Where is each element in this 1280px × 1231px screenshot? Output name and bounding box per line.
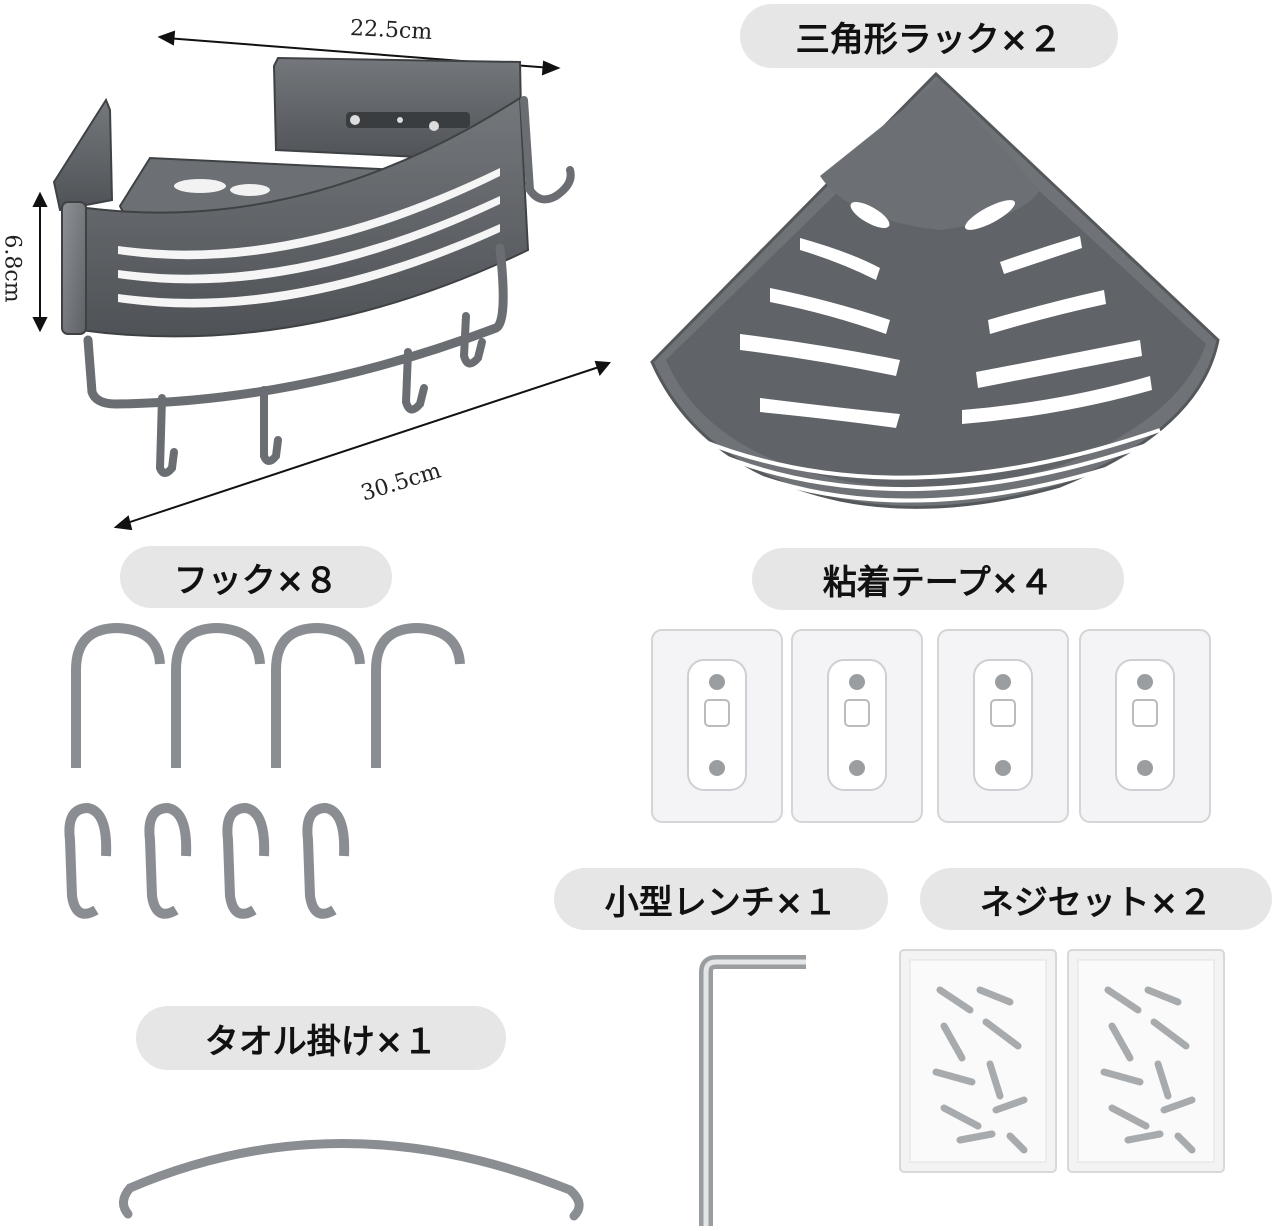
- triangle-rack-image: [650, 71, 1220, 515]
- towel-bar-image: [119, 1139, 584, 1221]
- hooks-image: [64, 622, 465, 919]
- corner-rack-assembled: [32, 30, 611, 531]
- wrench-image: [699, 955, 806, 1226]
- screw-bags-image: [899, 949, 1225, 1173]
- wrench-label: 小型レンチ×１: [554, 868, 888, 930]
- adhesive-tapes-image: [651, 629, 1211, 823]
- adhesive-tape-label: 粘着テープ×４: [752, 548, 1124, 610]
- towel-bar-label: タオル掛け×１: [136, 1006, 506, 1070]
- hooks-label: フック×８: [120, 546, 392, 608]
- triangle-rack-label: 三角形ラック×２: [740, 4, 1118, 68]
- width-dimension-label: 22.5cm: [349, 15, 433, 46]
- dimension-arrow-height: [32, 191, 48, 333]
- dimension-arrow-length: [113, 360, 611, 531]
- height-dimension-label: 6.8cm: [0, 234, 25, 303]
- screw-set-label: ネジセット×２: [920, 868, 1272, 930]
